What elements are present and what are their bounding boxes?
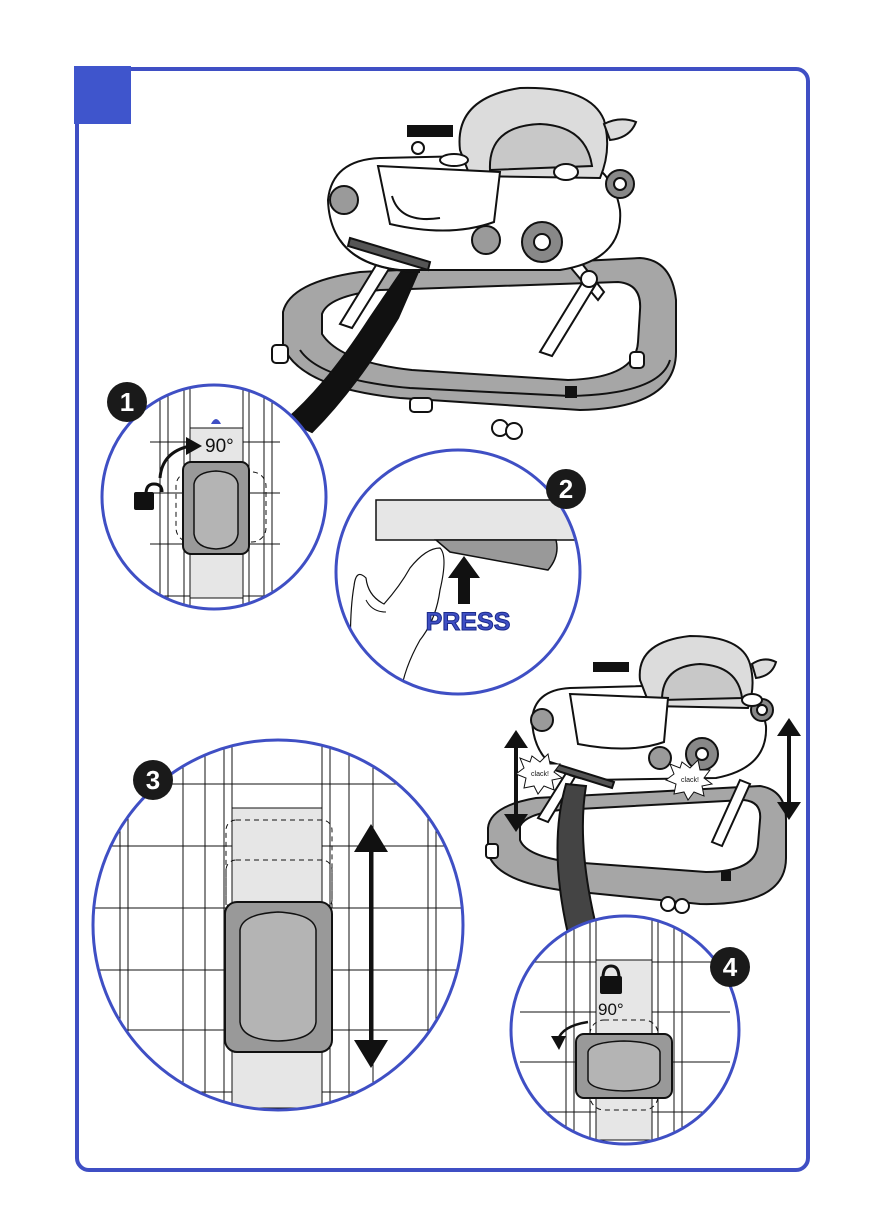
- step4-detail-circle: 90°: [511, 910, 739, 1150]
- step1-badge: 1: [107, 382, 147, 422]
- svg-text:3: 3: [146, 765, 160, 795]
- corner-square: [74, 66, 131, 124]
- svg-text:1: 1: [120, 387, 134, 417]
- svg-text:4: 4: [723, 952, 738, 982]
- step2-badge: 2: [546, 469, 586, 509]
- svg-text:clack!: clack!: [531, 771, 549, 778]
- step4-angle-label: 90°: [598, 1000, 624, 1019]
- svg-text:2: 2: [559, 474, 573, 504]
- step4-badge: 4: [710, 947, 750, 987]
- press-label: PRESS: [426, 608, 511, 636]
- svg-text:clack!: clack!: [681, 777, 699, 784]
- step3-badge: 3: [133, 760, 173, 800]
- step1-angle-label: 90°: [205, 436, 234, 457]
- walker-top-illustration: [272, 88, 676, 439]
